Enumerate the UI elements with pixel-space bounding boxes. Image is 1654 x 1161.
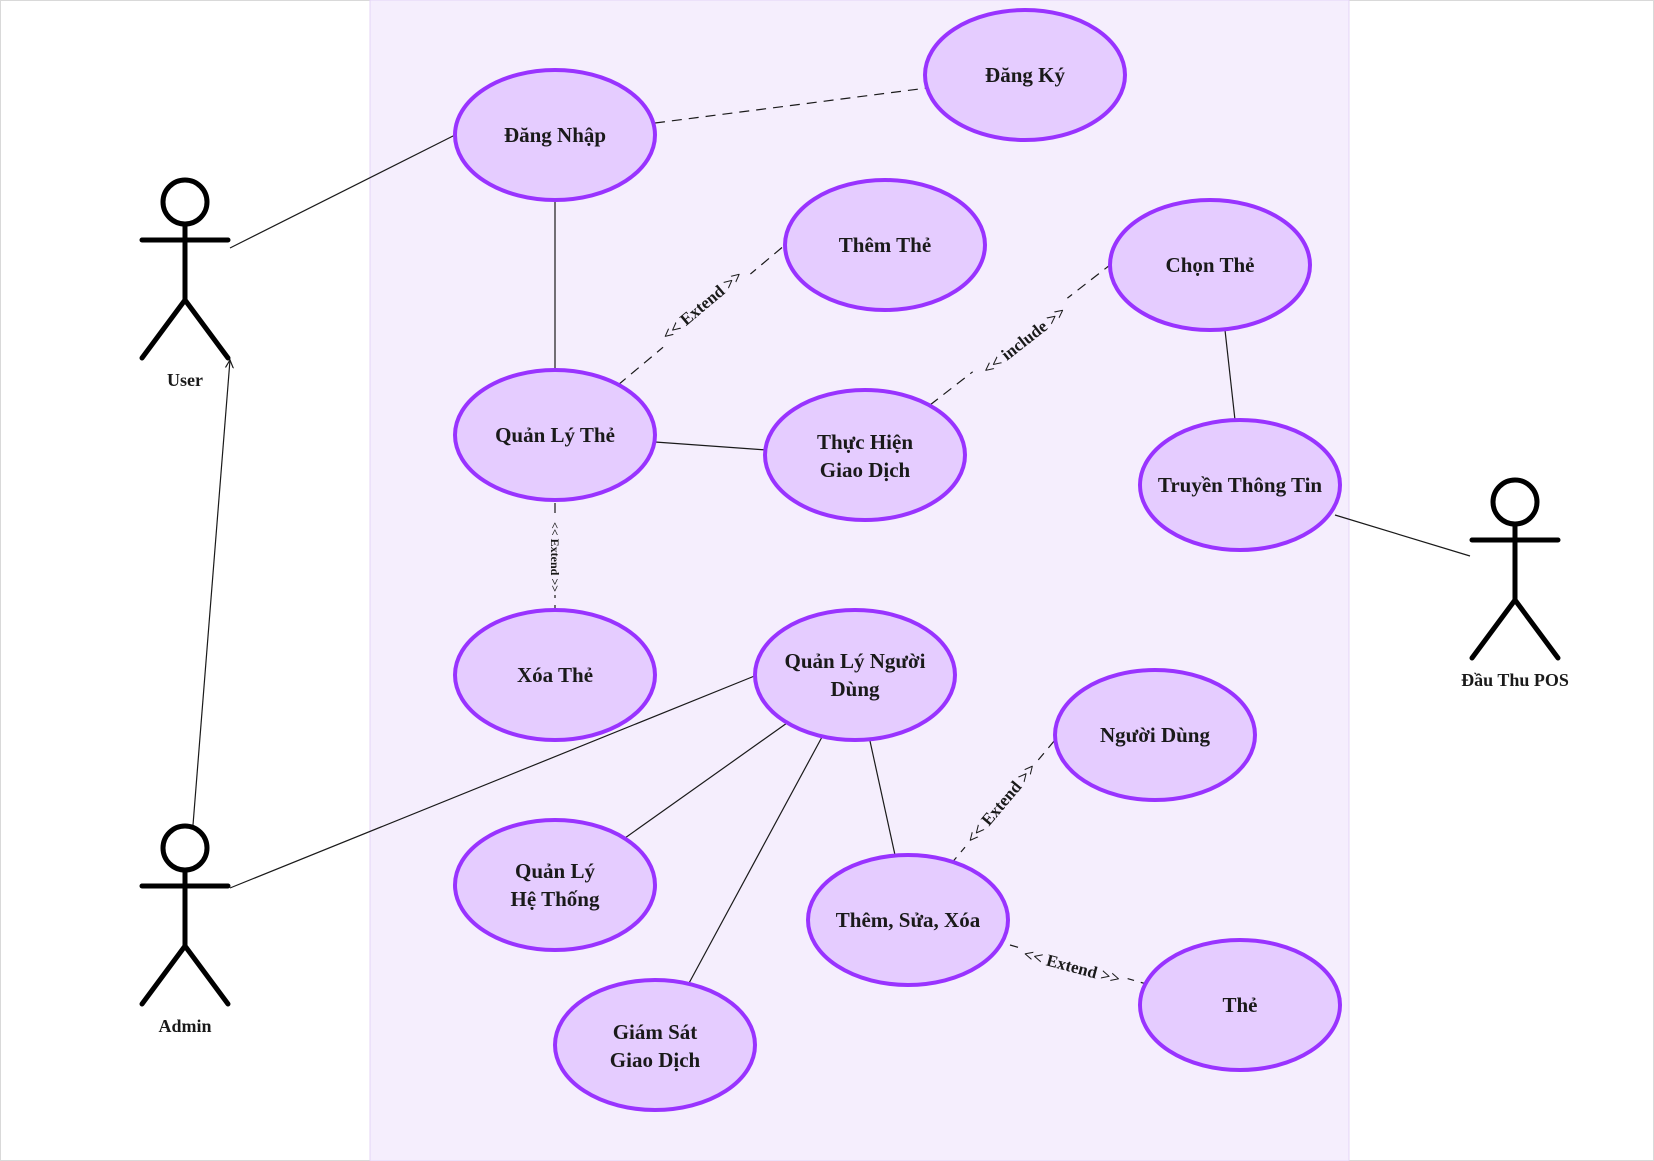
assoc-chon-the-truyen-thong-tin: [1224, 329, 1236, 421]
assoc-admin-quan-ly-nguoi-dung: [229, 674, 758, 889]
usecase-thuc-hien-giao-dich[interactable]: Thực Hiện Giao Dịch: [763, 388, 967, 522]
usecase-label: Quản Lý Thẻ: [495, 423, 615, 447]
usecase-label: Truyền Thông Tin: [1158, 473, 1323, 497]
usecase-giam-sat-giao-dich[interactable]: Giám Sát Giao Dịch: [553, 978, 757, 1112]
usecase-label-line2: Giao Dịch: [610, 1048, 701, 1072]
usecase-chon-the[interactable]: Chọn Thẻ: [1108, 198, 1312, 332]
assoc-user-dang-nhap: [229, 134, 456, 249]
label-bg: [1013, 938, 1131, 994]
stick-figure-icon: [139, 177, 231, 361]
label-bg: [649, 258, 755, 352]
label-bg: [954, 750, 1048, 856]
usecase-label-line2: Giao Dịch: [820, 458, 911, 482]
usecase-the[interactable]: Thẻ: [1138, 938, 1342, 1072]
actor-label: Đầu Thu POS: [1461, 670, 1569, 690]
stick-figure-icon: [1469, 477, 1561, 661]
usecase-label-line1: Thực Hiện: [817, 430, 913, 454]
label-bg: [546, 519, 564, 595]
usecase-quan-ly-the[interactable]: Quản Lý Thẻ: [453, 368, 657, 502]
usecase-label-line1: Quản Lý: [515, 859, 595, 883]
actor-pos[interactable]: Đầu Thu POS: [1461, 477, 1569, 690]
assoc-qlnd-giam-sat: [687, 736, 823, 986]
usecase-dang-ky[interactable]: Đăng Ký: [923, 8, 1127, 142]
assoc-quan-ly-the-thuc-hien: [654, 441, 768, 451]
assoc-qlnd-quan-ly-he-thong: [624, 722, 788, 839]
assoc-qlnd-them-sua-xoa: [869, 740, 896, 856]
usecase-nguoi-dung[interactable]: Người Dùng: [1053, 668, 1257, 802]
generalization-admin-user: [192, 360, 230, 826]
usecase-label: Chọn Thẻ: [1166, 253, 1255, 277]
usecase-label: Người Dùng: [1100, 723, 1211, 747]
actor-admin[interactable]: Admin: [139, 823, 231, 1036]
usecase-label: Thẻ: [1222, 993, 1257, 1017]
actor-label: Admin: [158, 1016, 211, 1036]
assoc-truyen-thong-tin-pos: [1334, 514, 1471, 557]
stick-figure-icon: [139, 823, 231, 1007]
usecase-label-line2: Dùng: [830, 677, 880, 701]
actor-user[interactable]: User: [139, 177, 231, 390]
usecase-label: Thêm, Sửa, Xóa: [836, 908, 981, 932]
usecase-label-line1: Giám Sát: [613, 1020, 698, 1044]
actor-label: User: [167, 370, 203, 390]
usecase-quan-ly-he-thong[interactable]: Quản Lý Hệ Thống: [453, 818, 657, 952]
usecase-them-sua-xoa[interactable]: Thêm, Sửa, Xóa: [806, 853, 1010, 987]
link-dang-nhap-dang-ky: [654, 87, 928, 124]
usecase-quan-ly-nguoi-dung[interactable]: Quản Lý Người Dùng: [753, 608, 957, 742]
usecase-label: Xóa Thẻ: [517, 663, 593, 687]
usecase-label-line2: Hệ Thống: [511, 887, 600, 911]
extend-xoa-the-label: << Extend >>: [548, 522, 562, 592]
usecase-label: Đăng Nhập: [504, 123, 606, 147]
usecase-truyen-thong-tin[interactable]: Truyền Thông Tin: [1138, 418, 1342, 552]
usecase-label: Đăng Ký: [985, 63, 1065, 87]
label-bg: [968, 292, 1080, 388]
usecase-dang-nhap[interactable]: Đăng Nhập: [453, 68, 657, 202]
usecase-xoa-the[interactable]: Xóa Thẻ: [453, 608, 657, 742]
usecase-label-line1: Quản Lý Người: [785, 649, 926, 673]
usecase-label: Thêm Thẻ: [839, 233, 931, 257]
include-chon-the-line: [929, 264, 1111, 406]
usecase-them-the[interactable]: Thêm Thẻ: [783, 178, 987, 312]
